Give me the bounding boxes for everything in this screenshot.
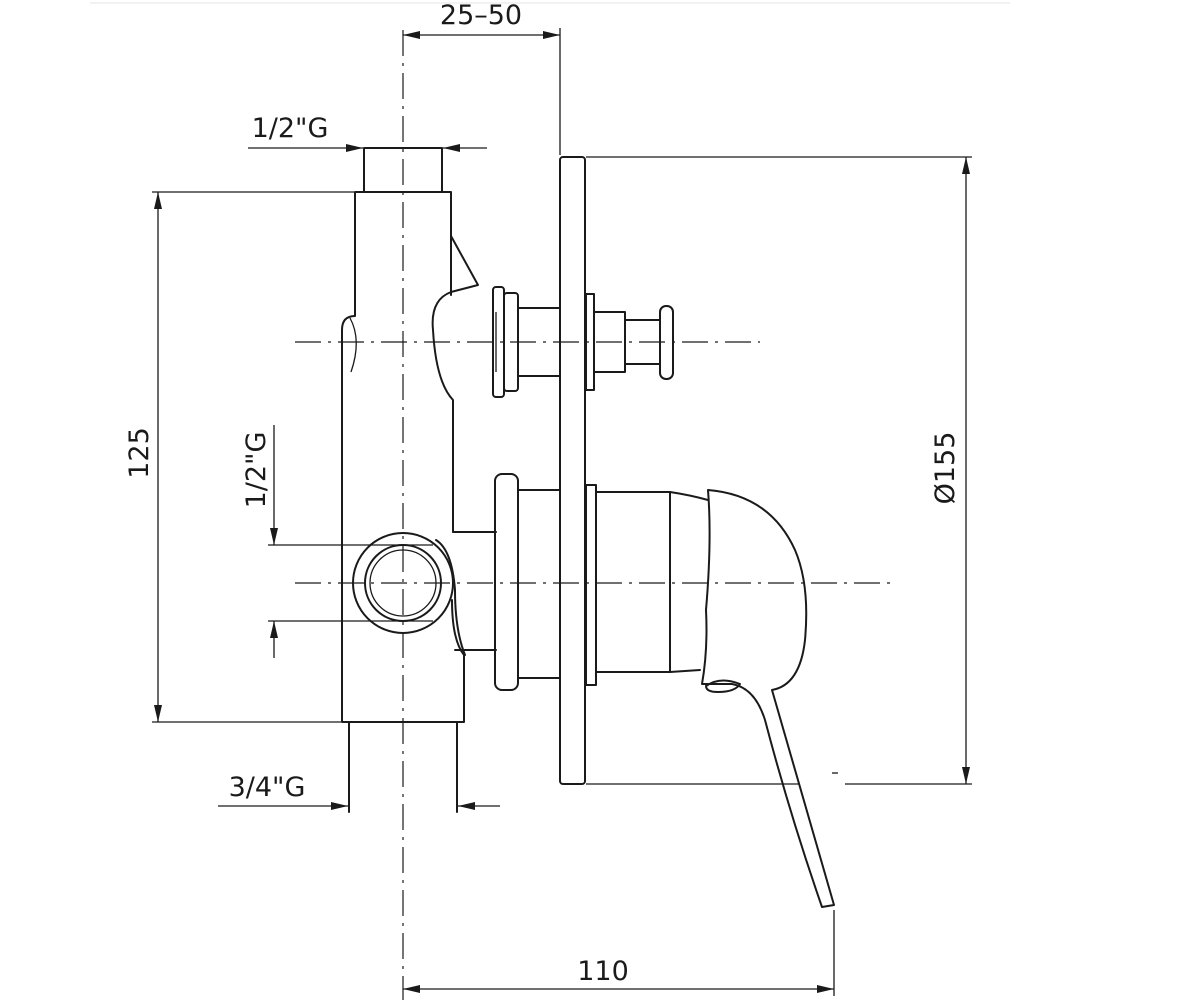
dimension-overall-depth: 110: [403, 910, 835, 996]
side-port-bore: [369, 549, 437, 617]
arrow-bottom: [154, 705, 162, 722]
plate-outline: [559, 156, 586, 785]
cartridge-assembly: [494, 473, 709, 691]
cartridge-body: [517, 489, 561, 679]
height-label: 125: [124, 427, 155, 479]
arrow-bottom: [962, 767, 970, 784]
handle-top-transition: [669, 491, 709, 501]
arrow-right: [817, 985, 834, 993]
arrow-bottom: [270, 621, 278, 638]
diverter-sleeve: [593, 311, 626, 373]
lever-outline: [701, 489, 835, 908]
escutcheon-plate: [559, 156, 586, 785]
dimension-top-thread: 1/2"G: [248, 113, 487, 152]
bottom-pipe-stub: [348, 721, 458, 813]
body-outline: [341, 191, 465, 723]
neck-curve: [435, 539, 466, 656]
top-pipe-stub: [363, 147, 443, 193]
arrow-top: [154, 192, 162, 209]
side-thread-label: 1/2"G: [241, 432, 272, 509]
bottom-thread-label: 3/4"G: [229, 772, 306, 803]
arrow-left: [403, 31, 420, 39]
dimension-side-thread: 1/2"G: [241, 425, 433, 658]
diverter-stem: [517, 307, 561, 377]
body-casting-line: [349, 317, 357, 373]
diverter-boss: [431, 291, 454, 533]
arrow-right: [543, 31, 560, 39]
dimension-depth-range: 25–50: [403, 0, 561, 155]
valve-body: [341, 147, 497, 813]
lever-pivot: [705, 679, 741, 693]
dimension-diameter: Ø155: [586, 156, 972, 785]
diverter-nut-inner: [503, 292, 519, 392]
top-thread-label: 1/2"G: [252, 113, 329, 144]
arrow-left: [331, 802, 348, 810]
arrow-left: [346, 144, 363, 152]
depth-range-label: 25–50: [440, 0, 522, 31]
arrow-right: [458, 802, 475, 810]
diameter-label: Ø155: [930, 432, 961, 505]
arrow-top: [270, 528, 278, 545]
center-lines: [295, 30, 895, 1000]
dimension-bottom-thread: 3/4"G: [218, 772, 500, 810]
body-wedge: [450, 235, 479, 293]
handle-sleeve: [595, 491, 671, 673]
diverter-knob: [659, 305, 674, 380]
cartridge-seat: [585, 484, 597, 686]
lever-handle: [701, 489, 835, 908]
overall-depth-label: 110: [577, 956, 629, 987]
cartridge-flange: [494, 473, 519, 691]
handle-bottom-transition: [669, 669, 701, 673]
arrow-right: [443, 144, 460, 152]
cartridge-neck: [452, 531, 497, 651]
arrow-left: [403, 985, 420, 993]
arrow-top: [962, 157, 970, 174]
dimension-height: 125: [124, 191, 354, 723]
side-port-outer: [352, 532, 454, 634]
